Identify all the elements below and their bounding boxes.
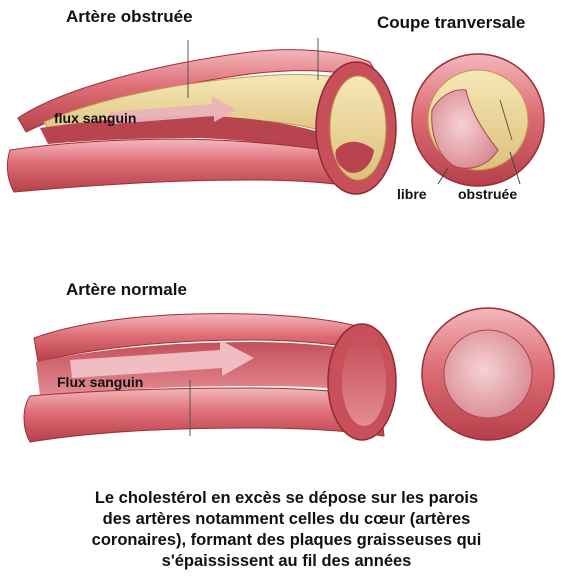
- caption-line: des artères notamment celles du cœur (ar…: [0, 509, 573, 530]
- cross-section-normal-lumen: [444, 330, 532, 418]
- normal-artery-title: Artère normale: [66, 280, 187, 300]
- free-lumen-label: libre: [397, 186, 427, 202]
- obstructed-lumen-label: obstruée: [458, 186, 517, 202]
- cross-section-title: Coupe tranversale: [377, 13, 525, 33]
- obstructed-artery-title: Artère obstruée: [66, 7, 193, 27]
- obstructed-flow-label: flux sanguin: [54, 110, 136, 126]
- caption-line: s'épaississent au fil des années: [0, 551, 573, 572]
- cross-section-normal: [422, 308, 554, 440]
- cross-section-obstructed: [412, 54, 544, 186]
- caption-line: coronaires), formant des plaques graisse…: [0, 530, 573, 551]
- caption: Le cholestérol en excès se dépose sur le…: [0, 488, 573, 572]
- caption-line: Le cholestérol en excès se dépose sur le…: [0, 488, 573, 509]
- normal-flow-label: Flux sanguin: [57, 374, 143, 390]
